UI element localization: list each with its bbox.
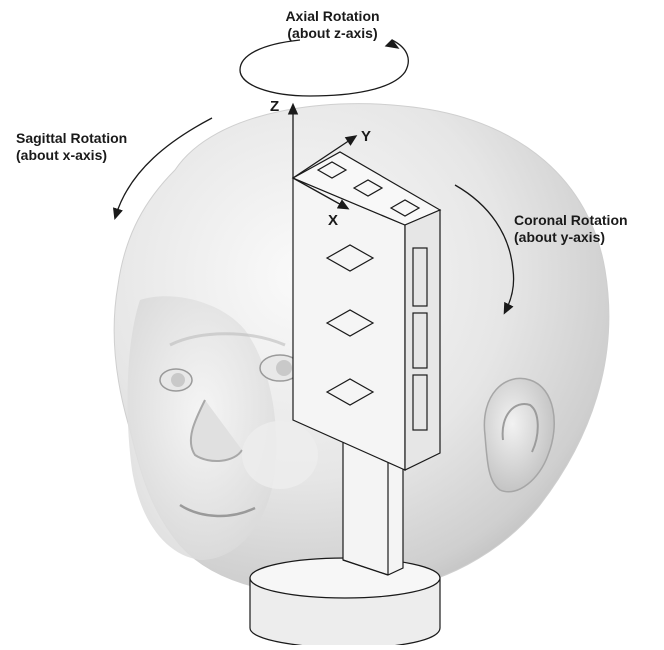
- axial-rotation-title: Axial Rotation: [270, 8, 395, 25]
- y-axis-label: Y: [361, 128, 371, 145]
- coronal-rotation-title: Coronal Rotation: [514, 212, 664, 229]
- coronal-rotation-subtitle: (about y-axis): [514, 229, 664, 246]
- sagittal-rotation-subtitle: (about x-axis): [16, 147, 127, 164]
- z-axis-label: Z: [270, 98, 279, 115]
- axial-rotation-label: Axial Rotation (about z-axis): [270, 8, 395, 42]
- x-axis-label: X: [328, 212, 338, 229]
- axial-rotation-arrow: [240, 40, 408, 96]
- sensor-module: [293, 152, 440, 470]
- sagittal-rotation-title: Sagittal Rotation: [16, 130, 127, 147]
- sagittal-rotation-label: Sagittal Rotation (about x-axis): [16, 130, 127, 164]
- axial-rotation-subtitle: (about z-axis): [270, 25, 395, 42]
- coronal-rotation-label: Coronal Rotation (about y-axis): [514, 212, 664, 246]
